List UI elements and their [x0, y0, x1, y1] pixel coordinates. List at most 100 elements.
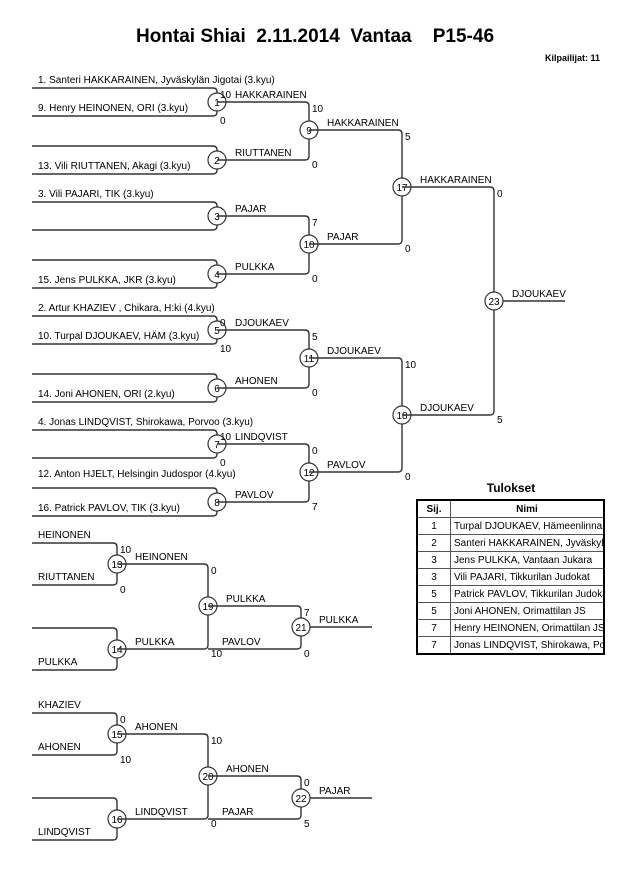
winner-name: RIUTTANEN	[235, 148, 291, 159]
rank-cell: 3	[416, 551, 451, 569]
bracket-line-top	[402, 186, 495, 292]
bracket-line-bottom	[217, 253, 310, 275]
top-score: 10	[220, 90, 232, 101]
bottom-score: 0	[405, 244, 411, 255]
bottom-score: 10	[220, 344, 232, 355]
match-number: 7	[214, 440, 220, 451]
match-number: 20	[202, 772, 214, 783]
match-number: 16	[111, 815, 123, 826]
match-number: 12	[303, 468, 315, 479]
name-cell: Henry HEINONEN, Orimattilan JS	[450, 619, 605, 637]
competitor-label: PULKKA	[38, 657, 78, 668]
winner-name: PULKKA	[226, 594, 266, 605]
competitor-count: Kilpailijat: 11	[544, 53, 600, 63]
competitor-label: HEINONEN	[38, 530, 91, 541]
bracket-line-top	[217, 215, 310, 235]
bottom-score: 0	[312, 160, 318, 171]
name-cell: Jens PULKKA, Vantaan Jukara	[450, 551, 605, 569]
bracket-line-top	[309, 129, 403, 178]
bracket-line-top	[32, 429, 218, 435]
match-number: 1	[214, 98, 220, 109]
match-number: 14	[111, 645, 123, 656]
winner-name: PAJAR	[319, 786, 351, 797]
bottom-score: 0	[220, 458, 226, 469]
top-score: 7	[312, 218, 318, 229]
bracket-line-top	[117, 563, 209, 597]
bracket-line-bottom	[32, 339, 218, 345]
bracket-line-top	[32, 627, 118, 640]
bracket-line-bottom	[217, 481, 310, 503]
competitor-label: 4. Jonas LINDQVIST, Shirokawa, Porvoo (3…	[38, 417, 253, 428]
match-number-circle	[291, 617, 311, 637]
bottom-score: 0	[312, 388, 318, 399]
bracket-line-bottom	[32, 453, 218, 459]
match-number: 11	[304, 354, 315, 365]
top-score: 5	[312, 332, 318, 343]
top-score: 7	[304, 608, 310, 619]
competitor-label: 2. Artur KHAZIEV , Chikara, H:ki (4.kyu)	[38, 303, 215, 314]
results-title: Tulokset	[486, 481, 536, 495]
bottom-score: 10	[120, 755, 132, 766]
bracket-line-bottom	[32, 225, 218, 231]
winner-name: PAJAR	[327, 232, 359, 243]
top-score: 0	[312, 446, 318, 457]
competitor-label: 13. Vili RIUTTANEN, Akagi (3.kyu)	[38, 161, 190, 172]
match-number: 18	[396, 411, 408, 422]
match-number: 17	[396, 183, 408, 194]
bottom-score: 0	[211, 819, 217, 830]
bronze-entrant: PAJAR	[222, 807, 254, 818]
competitor-label: LINDQVIST	[38, 827, 91, 838]
winner-name: HEINONEN	[135, 552, 188, 563]
competitor-label: RIUTTANEN	[38, 572, 94, 583]
bracket-line-top	[32, 373, 218, 379]
top-score: 10	[312, 104, 324, 115]
match-number: 5	[214, 326, 220, 337]
rank-cell: 5	[416, 602, 451, 620]
match-number: 13	[111, 560, 123, 571]
bottom-score: 7	[312, 502, 318, 513]
top-score: 10	[120, 545, 132, 556]
bottom-score: 5	[497, 415, 503, 426]
rank-cell: 2	[416, 534, 451, 552]
rank-cell: 7	[416, 619, 451, 637]
bottom-score: 0	[405, 472, 411, 483]
rank-cell: 5	[416, 585, 451, 603]
match-number: 4	[214, 270, 220, 281]
competitor-label: KHAZIEV	[38, 700, 81, 711]
bracket-line-bottom	[32, 573, 118, 586]
bottom-score: 0	[220, 116, 226, 127]
bracket-line-bottom	[117, 785, 209, 820]
competitor-label: 9. Henry HEINONEN, ORI (3.kyu)	[38, 103, 188, 114]
bracket-line-bottom	[32, 511, 218, 517]
name-header: Nimi	[450, 499, 605, 518]
bracket-line-top	[117, 733, 209, 767]
name-cell: Jonas LINDQVIST, Shirokawa, Porvoo	[450, 636, 605, 655]
page-title: Hontai Shiai 2.11.2014 Vantaa P15-46	[135, 26, 495, 47]
bracket-line-top	[217, 101, 310, 121]
bracket-line-bottom	[32, 111, 218, 117]
match-number: 3	[214, 212, 220, 223]
top-score: 10	[405, 360, 417, 371]
top-score: 0	[497, 189, 503, 200]
winner-name: PAVLOV	[235, 490, 274, 501]
bracket-line-bottom	[217, 139, 310, 161]
match-number: 22	[295, 794, 307, 805]
winner-name: PULKKA	[135, 637, 175, 648]
name-cell: Turpal DJOUKAEV, Hämeenlinnan JS	[450, 517, 605, 535]
name-cell: Patrick PAVLOV, Tikkurilan Judokat	[450, 585, 605, 603]
match-number-circle	[484, 291, 504, 311]
bracket-line-bottom	[32, 743, 118, 756]
competitor-label: 1. Santeri HAKKARAINEN, Jyväskylän Jigot…	[38, 75, 275, 86]
competitor-label: 3. Vili PAJARI, TIK (3.kyu)	[38, 189, 154, 200]
bottom-score: 5	[304, 819, 310, 830]
match-number-circle	[291, 788, 311, 808]
winner-name: PULKKA	[319, 615, 359, 626]
bracket-line-top	[32, 259, 218, 265]
bracket-line-bottom	[208, 636, 302, 650]
